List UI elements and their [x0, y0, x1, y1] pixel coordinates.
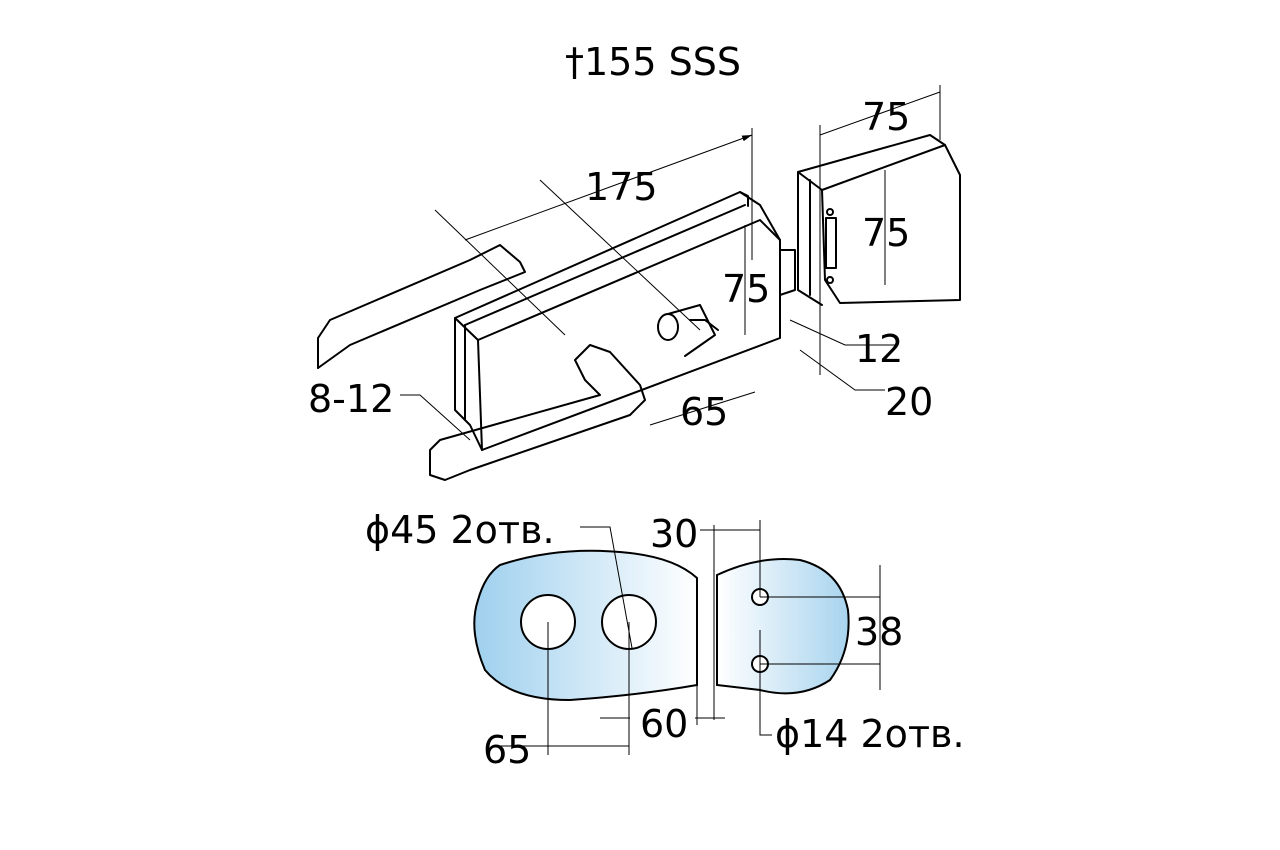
label-large-holes: ϕ45 2отв.: [365, 508, 555, 552]
dim-65-holes: 65: [483, 728, 531, 772]
dim-20: 20: [885, 380, 933, 424]
glass-cutout-right: [716, 558, 850, 695]
label-small-holes: ϕ14 2отв.: [775, 712, 965, 756]
dim-75-lock: 75: [722, 267, 770, 311]
dim-8-12: 8-12: [308, 377, 394, 421]
drawing-title: †155 SSS: [565, 40, 741, 84]
dim-175: 175: [585, 165, 658, 209]
dim-38: 38: [855, 610, 903, 654]
dimension-lines: [400, 85, 941, 441]
glass-cutout-left: [473, 549, 698, 702]
lock-body: [317, 191, 796, 481]
dim-12: 12: [855, 327, 903, 371]
dim-30: 30: [650, 512, 698, 556]
strike-plate: [797, 134, 961, 306]
dim-75-strike-height: 75: [862, 211, 910, 255]
dim-65: 65: [680, 390, 728, 434]
cutout-dimension-lines: [500, 520, 881, 755]
dim-75-strike-width: 75: [862, 95, 910, 139]
dim-60: 60: [640, 702, 688, 746]
